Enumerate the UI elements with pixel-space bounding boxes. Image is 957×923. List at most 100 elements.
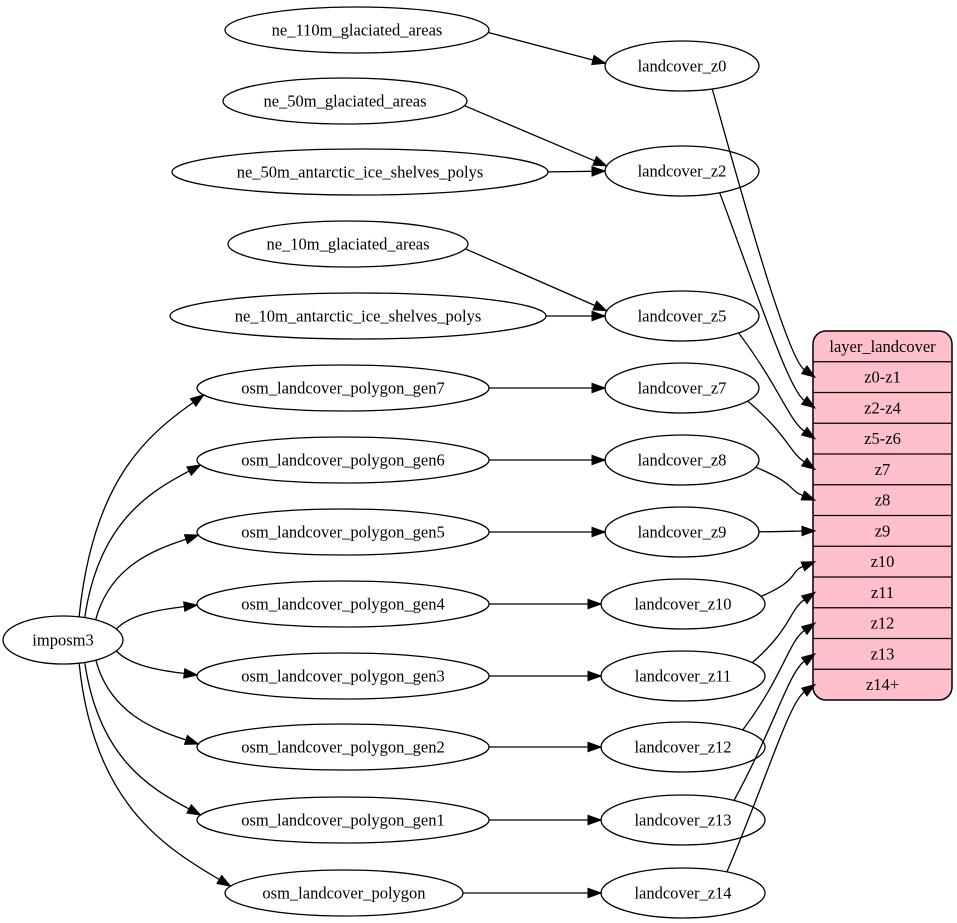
edge-arrowhead: [801, 525, 817, 537]
edge-osm-landcover-polygon-gen7-to-landcover-z7: [489, 382, 607, 394]
edge-arrowhead: [592, 155, 608, 167]
node-ellipse: [227, 220, 469, 268]
edge-arrowhead: [591, 310, 607, 322]
table-row-label-z12: z12: [871, 614, 895, 633]
edge-arrowhead: [186, 464, 202, 477]
node-label: landcover_z11: [635, 667, 732, 686]
edge-path: [755, 466, 804, 497]
edge-path: [78, 401, 194, 617]
table-row-label-z13: z13: [871, 644, 895, 663]
edge-arrowhead: [591, 526, 607, 538]
edge-path: [719, 192, 805, 402]
edge-ne-10m-glaciated-areas-to-landcover-z5: [465, 248, 609, 312]
node-label: landcover_z14: [634, 884, 731, 903]
table-row-label-z5-z6: z5-z6: [864, 429, 901, 448]
node-landcover-z8: landcover_z8: [604, 434, 760, 486]
edge-path: [547, 170, 593, 173]
edge-arrowhead: [183, 667, 199, 679]
edge-landcover-z13-to-layer-landcover-z13: [733, 653, 817, 801]
node-landcover-z11: landcover_z11: [600, 650, 766, 702]
edge-path: [488, 31, 594, 61]
edge-imposm3-to-osm-landcover-polygon-gen5: [94, 534, 200, 621]
node-ellipse: [222, 77, 468, 125]
edge-arrowhead: [183, 601, 199, 613]
node-landcover-z0: landcover_z0: [604, 40, 760, 92]
node-label: ne_10m_glaciated_areas: [266, 235, 429, 254]
edge-imposm3-to-osm-landcover-polygon-gen3: [115, 650, 199, 679]
edge-path: [464, 105, 595, 162]
node-label: ne_50m_glaciated_areas: [263, 92, 426, 111]
node-osm-landcover-polygon-gen6: osm_landcover_polygon_gen6: [196, 436, 490, 484]
node-label: landcover_z8: [638, 451, 727, 470]
node-label: ne_10m_antarctic_ice_shelves_polys: [235, 307, 482, 326]
edge-landcover-z12-to-layer-landcover-z12: [742, 622, 817, 731]
table-row-label-z7: z7: [875, 460, 891, 479]
edge-osm-landcover-polygon-gen5-to-landcover-z9: [489, 526, 607, 538]
node-ne-50m-glaciated-areas: ne_50m_glaciated_areas: [222, 77, 468, 125]
table-row-label-z0-z1: z0-z1: [864, 368, 901, 387]
edge-osm-landcover-polygon-to-landcover-z14: [463, 887, 603, 899]
node-label: osm_landcover_polygon_gen6: [241, 451, 444, 470]
edge-ne-50m-glaciated-areas-to-landcover-z2: [464, 105, 608, 167]
node-ellipse: [171, 148, 549, 196]
edge-landcover-z9-to-layer-landcover-z9: [758, 525, 817, 537]
edge-arrowhead: [591, 454, 607, 466]
edge-osm-landcover-polygon-gen2-to-landcover-z12: [489, 741, 603, 753]
table-row-label-z9: z9: [875, 521, 891, 540]
edge-arrowhead: [800, 395, 817, 409]
node-label: landcover_z5: [638, 307, 727, 326]
edge-arrowhead: [587, 741, 603, 753]
edge-landcover-z0-to-layer-landcover-z0-z1: [711, 88, 817, 378]
edge-path: [733, 660, 805, 801]
edge-imposm3-to-osm-landcover-polygon-gen7: [78, 394, 205, 617]
edge-path: [115, 650, 185, 675]
edge-arrowhead: [800, 683, 817, 697]
edge-landcover-z8-to-layer-landcover-z8: [755, 466, 817, 501]
edge-osm-landcover-polygon-gen1-to-landcover-z13: [489, 814, 603, 826]
edge-arrowhead: [587, 670, 603, 682]
table-title: layer_landcover: [829, 337, 936, 356]
node-osm-landcover-polygon-gen1: osm_landcover_polygon_gen1: [196, 796, 490, 844]
table-row-label-z11: z11: [871, 583, 894, 602]
node-label: landcover_z12: [634, 738, 731, 757]
node-landcover-z13: landcover_z13: [600, 794, 766, 846]
node-landcover-z14: landcover_z14: [600, 867, 766, 919]
edge-imposm3-to-osm-landcover-polygon-gen1: [84, 662, 202, 816]
edge-landcover-z10-to-layer-landcover-z10: [760, 561, 817, 597]
table-row-label-z14: z14+: [866, 675, 899, 694]
edge-imposm3-to-osm-landcover-polygon: [78, 663, 232, 887]
edge-arrowhead: [591, 54, 607, 66]
edge-arrowhead: [800, 622, 817, 636]
edge-ne-10m-antarctic-ice-shelves-polys-to-landcover-z5: [546, 310, 607, 322]
edge-osm-landcover-polygon-gen6-to-landcover-z8: [489, 454, 607, 466]
node-osm-landcover-polygon-gen7: osm_landcover_polygon_gen7: [196, 364, 490, 412]
node-landcover-z10: landcover_z10: [600, 578, 766, 630]
node-label: ne_50m_antarctic_ice_shelves_polys: [237, 163, 484, 182]
node-osm-landcover-polygon: osm_landcover_polygon: [224, 869, 464, 917]
edge-arrowhead: [800, 653, 817, 667]
edge-path: [84, 470, 190, 618]
node-landcover-z12: landcover_z12: [600, 721, 766, 773]
edge-path: [711, 88, 805, 371]
edge-arrowhead: [591, 382, 607, 394]
edge-landcover-z7-to-layer-landcover-z7: [747, 400, 817, 471]
node-imposm3: imposm3: [2, 615, 124, 665]
edge-osm-landcover-polygon-gen4-to-landcover-z10: [489, 598, 603, 610]
node-ellipse: [224, 6, 490, 54]
edge-arrowhead: [587, 887, 603, 899]
edge-path: [738, 332, 805, 432]
node-osm-landcover-polygon-gen3: osm_landcover_polygon_gen3: [196, 652, 490, 700]
node-ne-10m-antarctic-ice-shelves-polys: ne_10m_antarctic_ice_shelves_polys: [169, 292, 547, 340]
node-label: landcover_z7: [638, 379, 727, 398]
table-layer-landcover: layer_landcoverz0-z1z2-z4z5-z6z7z8z9z10z…: [812, 330, 953, 701]
edge-path: [751, 599, 805, 664]
table-row-label-z10: z10: [871, 552, 895, 571]
node-label: imposm3: [32, 631, 93, 650]
node-ne-50m-antarctic-ice-shelves-polys: ne_50m_antarctic_ice_shelves_polys: [171, 148, 549, 196]
node-label: osm_landcover_polygon_gen5: [241, 523, 444, 542]
edge-arrowhead: [800, 490, 817, 501]
edge-path: [84, 662, 190, 810]
edge-arrowhead: [800, 591, 817, 605]
node-landcover-z9: landcover_z9: [604, 506, 760, 558]
